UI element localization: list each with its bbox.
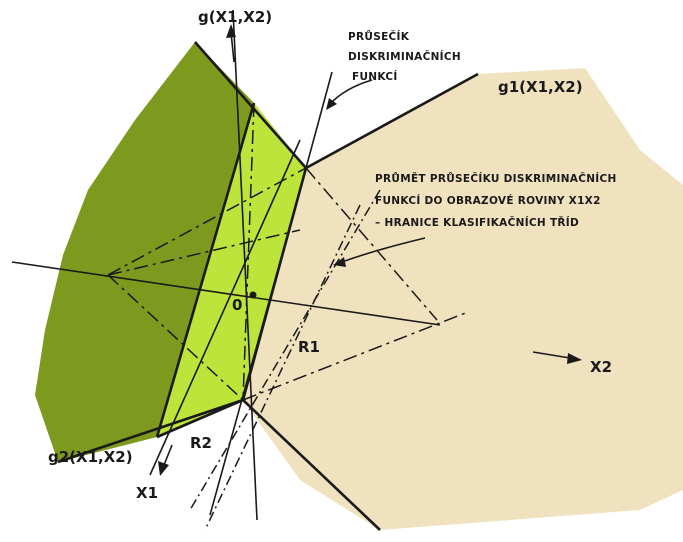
construction-line-c <box>305 167 438 321</box>
origin-label: 0 <box>232 296 242 314</box>
region-r1-label: R1 <box>298 338 320 356</box>
g-axis-label: g(X1,X2) <box>198 8 272 26</box>
g-axis-line <box>232 9 258 521</box>
plane-g2-top-edge <box>194 41 307 169</box>
plane-boundary-lower <box>242 399 381 531</box>
intersection-band <box>157 103 306 437</box>
g1-plane-label: g1(X1,X2) <box>498 78 583 96</box>
plane-g1-top-edge <box>305 72 479 170</box>
x1-axis-line <box>149 139 301 476</box>
region-r2-label: R2 <box>190 434 212 452</box>
classification-boundary-line <box>189 189 381 511</box>
plane-g1 <box>243 68 683 530</box>
g-axis-arrowhead <box>226 24 236 38</box>
x2-axis-arrowhead <box>567 353 582 364</box>
g2-plane-label: g2(X1,X2) <box>48 448 133 466</box>
x2-axis-arrow-shaft <box>532 351 571 359</box>
annotation-intersection-line1: PRŮSEČÍK <box>348 30 410 43</box>
x1-axis-label: X1 <box>136 484 158 502</box>
annotation-intersection-line3: FUNKCÍ <box>352 70 398 83</box>
intersection-leader-arrowhead <box>326 98 337 110</box>
annotation-projection-line2: FUNKCÍ DO OBRAZOVÉ ROVINY X1X2 <box>375 194 601 207</box>
intersection-leader <box>329 79 373 105</box>
band-left-edge <box>155 102 256 438</box>
projection-leader <box>341 237 426 263</box>
intersection-vertical-line <box>305 71 333 169</box>
construction-line-b <box>107 274 244 401</box>
band-bottom-edge <box>156 398 244 439</box>
x1-axis-arrowhead <box>158 461 169 476</box>
classification-boundary-line-2 <box>204 204 361 531</box>
annotation-projection-line1: PRŮMĚT PRŮSEČÍKU DISKRIMINAČNÍCH <box>375 172 617 185</box>
construction-line-f <box>107 229 301 276</box>
plane-g2-bottom-edge <box>57 398 244 464</box>
intersection-line-lower <box>209 167 307 516</box>
annotation-projection-line3: – HRANICE KLASIFIKAČNÍCH TŘÍD <box>375 216 579 229</box>
origin-point <box>249 291 257 299</box>
x1-axis-arrow-shaft <box>163 444 173 466</box>
projection-leader-arrowhead <box>333 257 346 267</box>
construction-line-d <box>242 311 469 401</box>
construction-line-e <box>242 102 255 401</box>
annotation-intersection-line2: DISKRIMINAČNÍCH <box>348 50 461 63</box>
x2-axis-label: X2 <box>590 358 612 376</box>
construction-line-a <box>107 167 307 276</box>
x2-axis-line <box>11 261 441 326</box>
